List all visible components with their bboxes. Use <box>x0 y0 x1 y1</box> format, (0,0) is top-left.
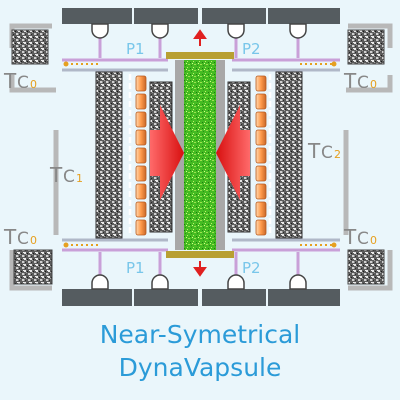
heater-right-segment <box>255 111 267 128</box>
corner-blocks <box>11 29 385 285</box>
label-p2-bottom: P2 <box>242 259 261 277</box>
pressure-arrows <box>150 105 250 200</box>
heater-right-segment <box>255 93 267 110</box>
top-bars <box>62 8 340 24</box>
label-tc0-top-right: T C 0 <box>343 69 377 93</box>
heater-left-segment <box>135 129 147 146</box>
heater-right-segment <box>255 129 267 146</box>
corner-block-bl <box>13 249 53 285</box>
frame-line-tc0-left <box>9 75 56 93</box>
svg-text:C: C <box>357 229 369 249</box>
down-arrow-icon <box>193 267 207 277</box>
frame-line-br <box>348 250 393 291</box>
sensor-lines <box>66 63 334 246</box>
heater-elements <box>135 75 267 236</box>
chamber-wall-right-outer <box>275 71 303 239</box>
up-arrow-icon <box>193 29 207 39</box>
svg-text:0: 0 <box>30 78 37 91</box>
top-bar-1 <box>62 8 132 24</box>
top-bar-2 <box>134 8 198 24</box>
label-p2-top: P2 <box>242 40 261 58</box>
rails <box>166 52 234 258</box>
heater-left-segment <box>135 219 147 236</box>
svg-text:T: T <box>3 69 17 93</box>
svg-text:C: C <box>63 167 75 187</box>
valve-top-1-icon <box>91 23 109 39</box>
liners <box>128 74 272 236</box>
svg-text:T: T <box>343 69 357 93</box>
valve-top-2-icon <box>151 23 169 39</box>
pressure-arrow-right-icon <box>150 105 184 200</box>
svg-text:T: T <box>49 163 63 187</box>
heater-right-segment <box>255 201 267 218</box>
heater-left-segment <box>135 147 147 164</box>
rail-bottom <box>166 251 234 258</box>
bottom-bar-1 <box>62 289 132 306</box>
bottom-bars <box>62 289 340 306</box>
svg-text:0: 0 <box>370 234 377 247</box>
frame-line-tc0-right <box>346 75 393 93</box>
heater-left-segment <box>135 111 147 128</box>
chamber-wall-left-outer <box>95 71 123 239</box>
caption: Near-Symetrical DynaVapsule <box>0 318 400 384</box>
heater-left-segment <box>135 165 147 182</box>
label-p1-top: P1 <box>126 40 145 58</box>
svg-text:0: 0 <box>30 234 37 247</box>
bottom-bar-2 <box>134 289 198 306</box>
flow-arrows <box>193 29 207 277</box>
svg-text:T: T <box>343 225 357 249</box>
top-bar-3 <box>202 8 266 24</box>
heater-left-segment <box>135 183 147 200</box>
heater-left-segment <box>135 201 147 218</box>
frame-lines <box>9 23 393 291</box>
valve-top-4-icon <box>289 23 307 39</box>
valve-bottom-3-icon <box>227 274 245 290</box>
svg-text:C: C <box>17 229 29 249</box>
sensor-dots <box>63 61 337 248</box>
heater-right-segment <box>255 75 267 92</box>
svg-text:2: 2 <box>334 148 341 161</box>
label-tc0-bottom-right: T C 0 <box>343 225 377 249</box>
rail-top <box>166 52 234 59</box>
corner-block-tr <box>347 29 385 65</box>
title-line-2: DynaVapsule <box>118 353 282 382</box>
valve-bottom-1-icon <box>91 274 109 290</box>
valve-top-3-icon <box>227 23 245 39</box>
heater-left-segment <box>135 93 147 110</box>
label-tc1: T C 1 <box>49 163 83 187</box>
valve-bottom-4-icon <box>289 274 307 290</box>
bottom-bar-3 <box>202 289 266 306</box>
heater-right-segment <box>255 219 267 236</box>
title-line-1: Near-Symetrical <box>99 320 301 349</box>
label-tc0-top-left: T C 0 <box>3 69 37 93</box>
label-p1-bottom: P1 <box>126 259 145 277</box>
svg-text:C: C <box>357 73 369 93</box>
heater-right-segment <box>255 183 267 200</box>
top-bar-4 <box>268 8 340 24</box>
pressure-arrow-left-icon <box>216 105 250 200</box>
bottom-bar-4 <box>268 289 340 306</box>
heater-left <box>135 75 147 236</box>
frame-line-bl <box>9 250 52 291</box>
svg-text:1: 1 <box>76 172 83 185</box>
corner-block-br <box>347 249 385 285</box>
svg-text:0: 0 <box>370 78 377 91</box>
heater-right <box>255 75 267 236</box>
center-column <box>184 60 216 250</box>
valve-bottom-2-icon <box>151 274 169 290</box>
heater-right-segment <box>255 147 267 164</box>
svg-text:T: T <box>3 225 17 249</box>
heater-right-segment <box>255 165 267 182</box>
frame-line-tr <box>348 23 393 48</box>
svg-text:T: T <box>307 139 321 163</box>
corner-block-tl <box>11 29 49 65</box>
heater-left-segment <box>135 75 147 92</box>
label-tc0-bottom-left: T C 0 <box>3 225 37 249</box>
svg-text:C: C <box>17 73 29 93</box>
label-tc2: T C 2 <box>307 139 341 163</box>
valves <box>91 23 307 290</box>
svg-text:C: C <box>321 143 333 163</box>
